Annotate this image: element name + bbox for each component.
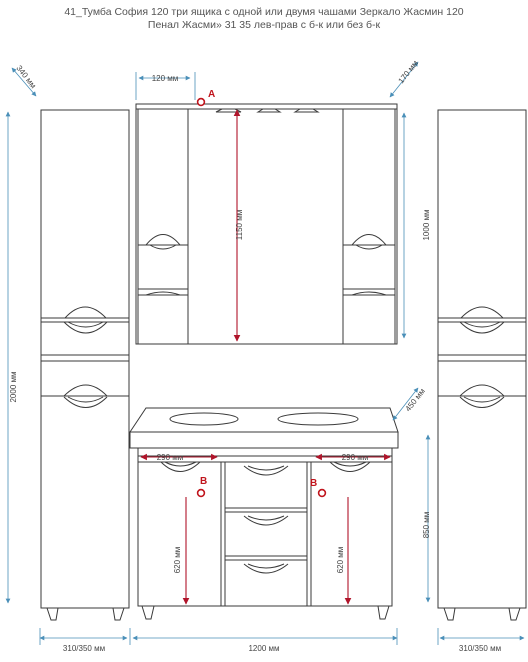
dim-label-left-pencil-width: 310/350 мм <box>63 644 105 653</box>
right-pencil-handle-upper <box>460 306 504 319</box>
dim-label-2000: 2000 мм <box>9 371 18 402</box>
svg-text:A: A <box>208 89 215 100</box>
left-pencil-body <box>40 109 130 609</box>
drawer-2-handle <box>243 515 289 526</box>
vanity-right-door-handle <box>329 461 371 472</box>
mirror-right-door <box>342 108 396 345</box>
dim-label-620-right: 620 мм <box>336 547 345 574</box>
right-pencil-case <box>437 109 527 621</box>
vanity-left-door-handle <box>160 461 201 472</box>
mirror-right-handle <box>351 234 387 246</box>
vanity-body <box>137 447 393 607</box>
marker-b-right: B <box>310 478 327 498</box>
dim-label-450: 450 мм <box>403 387 426 413</box>
title-line-2: Пенал Жасми» 31 35 лев-прав с б-к или бе… <box>147 19 381 31</box>
dim-label-120: 120 мм <box>152 74 179 83</box>
vanity-unit <box>129 407 399 620</box>
marker-b-left: B <box>196 476 207 498</box>
drawer-1-handle <box>243 465 289 476</box>
marker-a: A <box>196 89 215 107</box>
basin-right <box>277 412 359 426</box>
mirror-left-door <box>137 108 189 345</box>
dim-label-290-right: 290 мм <box>342 453 369 462</box>
mirror-lamp-1 <box>215 108 242 113</box>
mirror-lamp-3 <box>293 108 320 113</box>
mirror-cabinet-body <box>135 103 398 345</box>
right-pencil-body <box>437 109 527 609</box>
title-line-1: 41_Тумба София 120 три ящика с одной или… <box>64 6 464 18</box>
basin-left <box>169 412 239 426</box>
diagram-title: 41_Тумба София 120 три ящика с одной или… <box>0 6 528 32</box>
left-pencil-handle-lower <box>63 384 108 397</box>
left-pencil-handle-upper <box>64 306 107 319</box>
dim-label-1200: 1200 мм <box>248 644 279 653</box>
dim-label-620-left: 620 мм <box>173 547 182 574</box>
dim-label-340: 340 мм <box>14 64 37 90</box>
dim-label-right-pencil-width: 310/350 мм <box>459 644 501 653</box>
mirror-lamp-2 <box>256 108 282 113</box>
dim-label-1150: 1150 мм <box>235 210 244 240</box>
dim-label-290-left: 290 мм <box>157 453 184 462</box>
mirror-left-handle <box>145 234 181 246</box>
dimension-lines <box>5 61 525 645</box>
left-pencil-case <box>40 109 130 621</box>
mirror-glass <box>187 108 344 345</box>
right-pencil-handle-lower <box>459 384 505 397</box>
mirror-cabinet <box>135 103 398 345</box>
drawer-3-handle <box>243 563 289 574</box>
dim-label-1000: 1000 мм <box>422 209 431 240</box>
svg-text:B: B <box>310 478 317 489</box>
red-dimension-lines <box>140 109 391 605</box>
dim-label-170: 170 мм <box>396 59 419 85</box>
svg-text:B: B <box>200 476 207 487</box>
dim-label-850: 850 мм <box>422 512 431 539</box>
